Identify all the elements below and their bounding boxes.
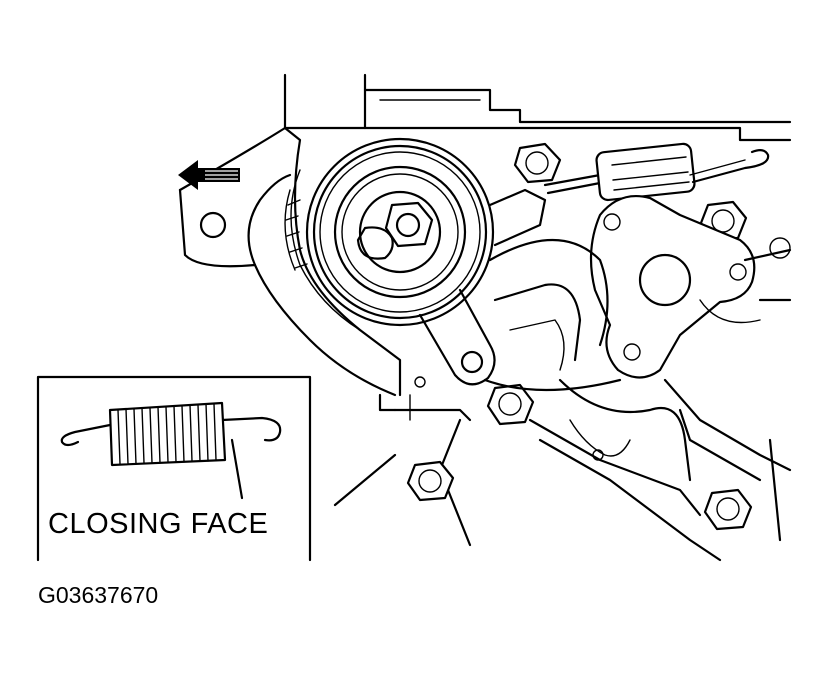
tensioner-arm — [418, 188, 547, 386]
closing-face-label: CLOSING FACE — [48, 508, 269, 540]
hex-bolt-icon — [703, 488, 753, 531]
hex-bolt-icon — [406, 460, 455, 502]
inset-spring-detail — [60, 401, 282, 500]
hex-bolt-icon — [486, 383, 535, 426]
idler-pulley-icon — [305, 137, 495, 327]
figure-id: G03637670 — [38, 582, 159, 608]
pump-flange-plate — [589, 194, 756, 379]
hex-bolt-icon — [513, 142, 562, 184]
lower-casting — [483, 237, 792, 562]
arrow-left-icon — [178, 160, 240, 190]
inset-frame — [36, 375, 312, 562]
tension-spring-icon — [543, 142, 770, 202]
